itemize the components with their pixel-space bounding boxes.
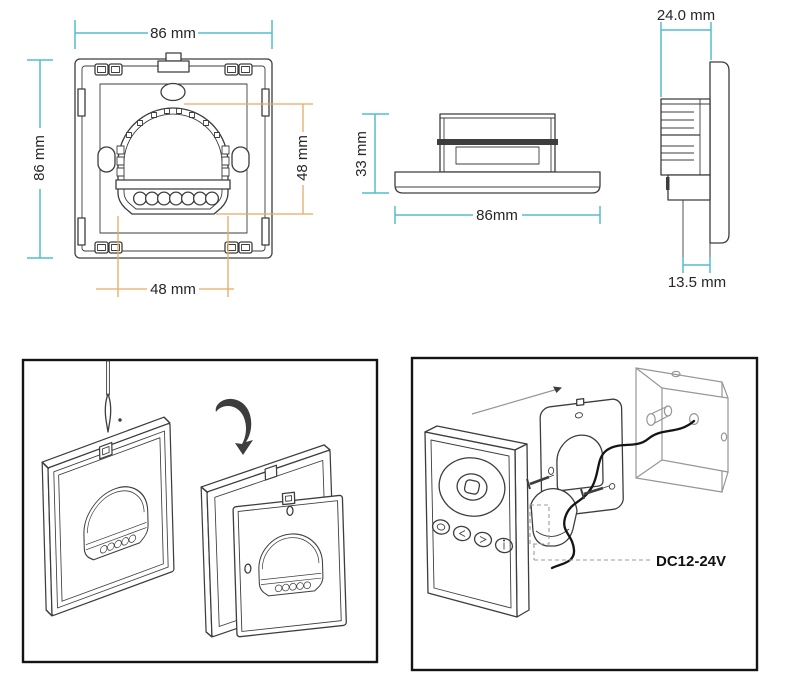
plate-slot (574, 412, 583, 419)
module-inner-box (455, 146, 540, 165)
front-height-label: 86 mm (31, 135, 48, 181)
module-band (437, 139, 558, 145)
plate-screw-hole (548, 466, 555, 475)
side-height-label: 33 mm (353, 131, 370, 177)
box-screw-hole (720, 432, 728, 442)
box-screw-hole (671, 370, 681, 378)
inner-height-dimension: 48 mm (184, 103, 313, 215)
front-dimension-view: 86 mm 86 mm 48 mm 48 mm (27, 20, 313, 298)
right-screw-slot (231, 146, 250, 173)
power-label: DC12-24V (656, 553, 726, 570)
top-screw-hole (160, 82, 186, 102)
profile-depth-label: 24.0 mm (657, 7, 715, 24)
module-lower-step (667, 174, 711, 201)
heatsink-fins (661, 111, 700, 161)
faceplate-side-outline (394, 171, 601, 194)
plate-screw-hole (608, 483, 616, 490)
direction-arrow-icon (471, 386, 562, 415)
wall-junction-box (635, 367, 729, 493)
inner-width-dimension: 48 mm (96, 216, 234, 298)
front-height-dimension: 86 mm (27, 59, 53, 259)
release-clip (264, 464, 278, 481)
assembled-panel-back (41, 416, 175, 617)
touch-dial (438, 457, 506, 517)
corner-clips (94, 63, 253, 254)
mounting-boss (646, 405, 673, 426)
profile-recess-label: 13.5 mm (668, 274, 726, 291)
profile-depth-dimension: 24.0 mm (657, 7, 715, 97)
controller-front (424, 425, 530, 618)
top-notch (157, 52, 190, 73)
release-clip (281, 491, 296, 506)
left-screw-slot (97, 146, 116, 173)
screwdriver (104, 360, 122, 433)
profile-recess-dimension: 13.5 mm (668, 257, 726, 291)
chevron-left-icon (459, 530, 466, 537)
module-profile (660, 98, 711, 176)
power-wire (550, 419, 696, 570)
profile-dimension-view: 24.0 mm 13.5 mm (657, 7, 730, 291)
screw-hole (286, 505, 294, 517)
touch-buttons (431, 519, 514, 554)
screw-hole (244, 563, 252, 574)
mounting-screws (526, 474, 610, 500)
power-terminal-callout: DC12-24V (529, 504, 726, 570)
front-width-label: 86 mm (150, 25, 196, 42)
device-module-dome (115, 107, 231, 215)
power-button-icon (436, 523, 446, 531)
chevron-right-icon (479, 536, 487, 543)
side-dimension-view: 33 mm 86mm (353, 113, 601, 224)
info-button-icon (503, 539, 505, 550)
inner-width-label: 48 mm (150, 281, 196, 298)
faceplate-profile (709, 61, 730, 244)
wall-installation-panel: DC12-24V (410, 356, 759, 672)
inner-height-label: 48 mm (294, 135, 311, 181)
side-height-dimension: 33 mm (353, 113, 389, 194)
separated-faceplate (232, 491, 347, 638)
side-width-dimension: 86mm (394, 206, 601, 224)
side-width-label: 86mm (476, 207, 518, 224)
rotate-arrow-icon (215, 398, 253, 455)
spring-clip (666, 177, 670, 190)
side-tabs (77, 88, 270, 246)
front-width-dimension: 86 mm (74, 20, 273, 49)
faceplate-removal-panel (21, 358, 379, 664)
